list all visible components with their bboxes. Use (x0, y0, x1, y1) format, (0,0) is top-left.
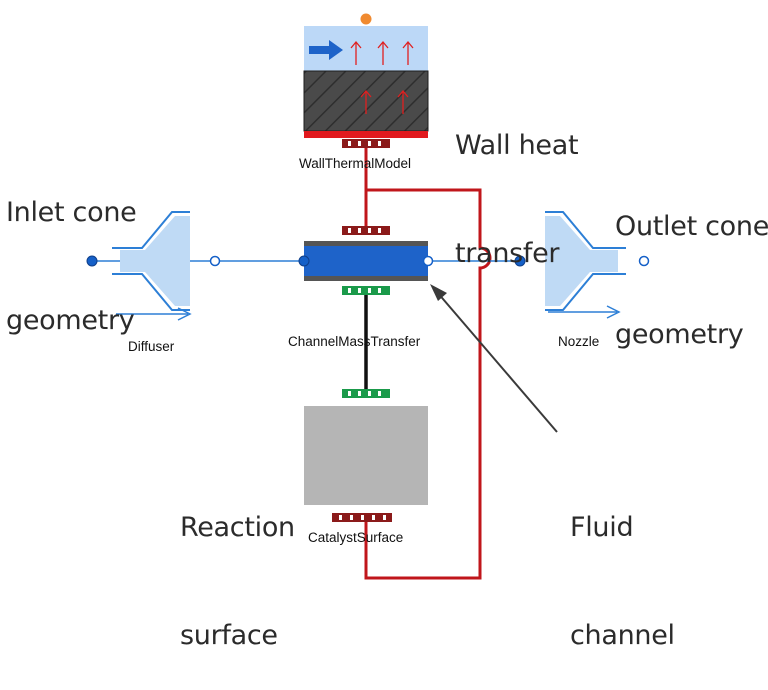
nozzle-flow-arrowhead-icon (606, 305, 621, 319)
outlet-label-line1: Outlet cone (615, 211, 768, 242)
nozzle[interactable] (514, 211, 650, 319)
wall-heat-label-line2: transfer (455, 238, 560, 269)
reaction-label-line2: surface (180, 620, 278, 651)
fluid-label-line2: channel (570, 620, 675, 651)
flow-arrow-icon (309, 40, 343, 60)
inlet-label-line1: Inlet cone (6, 197, 137, 228)
wall-heat-transfer-label: Wall heat transfer (455, 56, 579, 308)
channel-mass-port[interactable] (342, 286, 390, 295)
wall-heat-label-line1: Wall heat (455, 130, 579, 161)
wall-heated-surface (304, 131, 428, 138)
catalyst-body (304, 406, 428, 505)
channel-body (304, 246, 428, 276)
catalyst-heat-port[interactable] (332, 513, 392, 522)
diffuser-outlet-port[interactable] (209, 255, 221, 267)
fluid-channel-pointer (436, 291, 558, 433)
catalyst-surface-name: CatalystSurface (308, 530, 404, 545)
nozzle-body (545, 216, 618, 306)
nozzle-outline-top (545, 211, 626, 249)
outlet-label-line2: geometry (615, 319, 744, 350)
diffuser-name: Diffuser (128, 339, 175, 354)
nozzle-inlet-port[interactable] (514, 255, 526, 267)
nozzle-name: Nozzle (558, 334, 600, 349)
diagram-canvas (86, 13, 650, 580)
diffuser-inlet-port[interactable] (86, 255, 98, 267)
reaction-label-line1: Reaction (180, 512, 295, 543)
wall-thermal-model[interactable] (303, 13, 429, 149)
wall-heat-port[interactable] (342, 139, 390, 148)
channel-mass-transfer[interactable] (298, 226, 434, 295)
diffuser-flow-arrowhead-icon (177, 307, 192, 321)
catalyst-mass-port[interactable] (342, 389, 390, 398)
thermal-connection-line (364, 146, 492, 580)
heat-flux-arrows-icon (350, 40, 414, 114)
wall-thermal-model-name: WallThermalModel (299, 156, 412, 171)
catalyst-surface[interactable] (304, 389, 428, 522)
nozzle-outline-bottom (545, 273, 626, 311)
fluid-channel-label: Fluid channel (570, 438, 675, 690)
outlet-cone-geometry-label: Outlet cone geometry (615, 137, 768, 389)
channel-outlet-port[interactable] (422, 255, 434, 267)
channel-inlet-port[interactable] (298, 255, 310, 267)
channel-mass-transfer-name: ChannelMassTransfer (288, 334, 421, 349)
fluid-label-line1: Fluid (570, 512, 634, 543)
heat-source-marker (360, 13, 372, 25)
inlet-label-line2: geometry (6, 305, 135, 336)
diffuser[interactable] (86, 211, 221, 321)
nozzle-outlet-port[interactable] (638, 255, 650, 267)
inlet-cone-geometry-label: Inlet cone geometry (6, 123, 137, 375)
channel-heat-port[interactable] (342, 226, 390, 235)
diffuser-outline-top (112, 211, 190, 249)
diffuser-body (120, 216, 190, 306)
reaction-surface-label: Reaction surface (180, 438, 295, 690)
fluid-channel-pointer-head-icon (430, 284, 447, 301)
